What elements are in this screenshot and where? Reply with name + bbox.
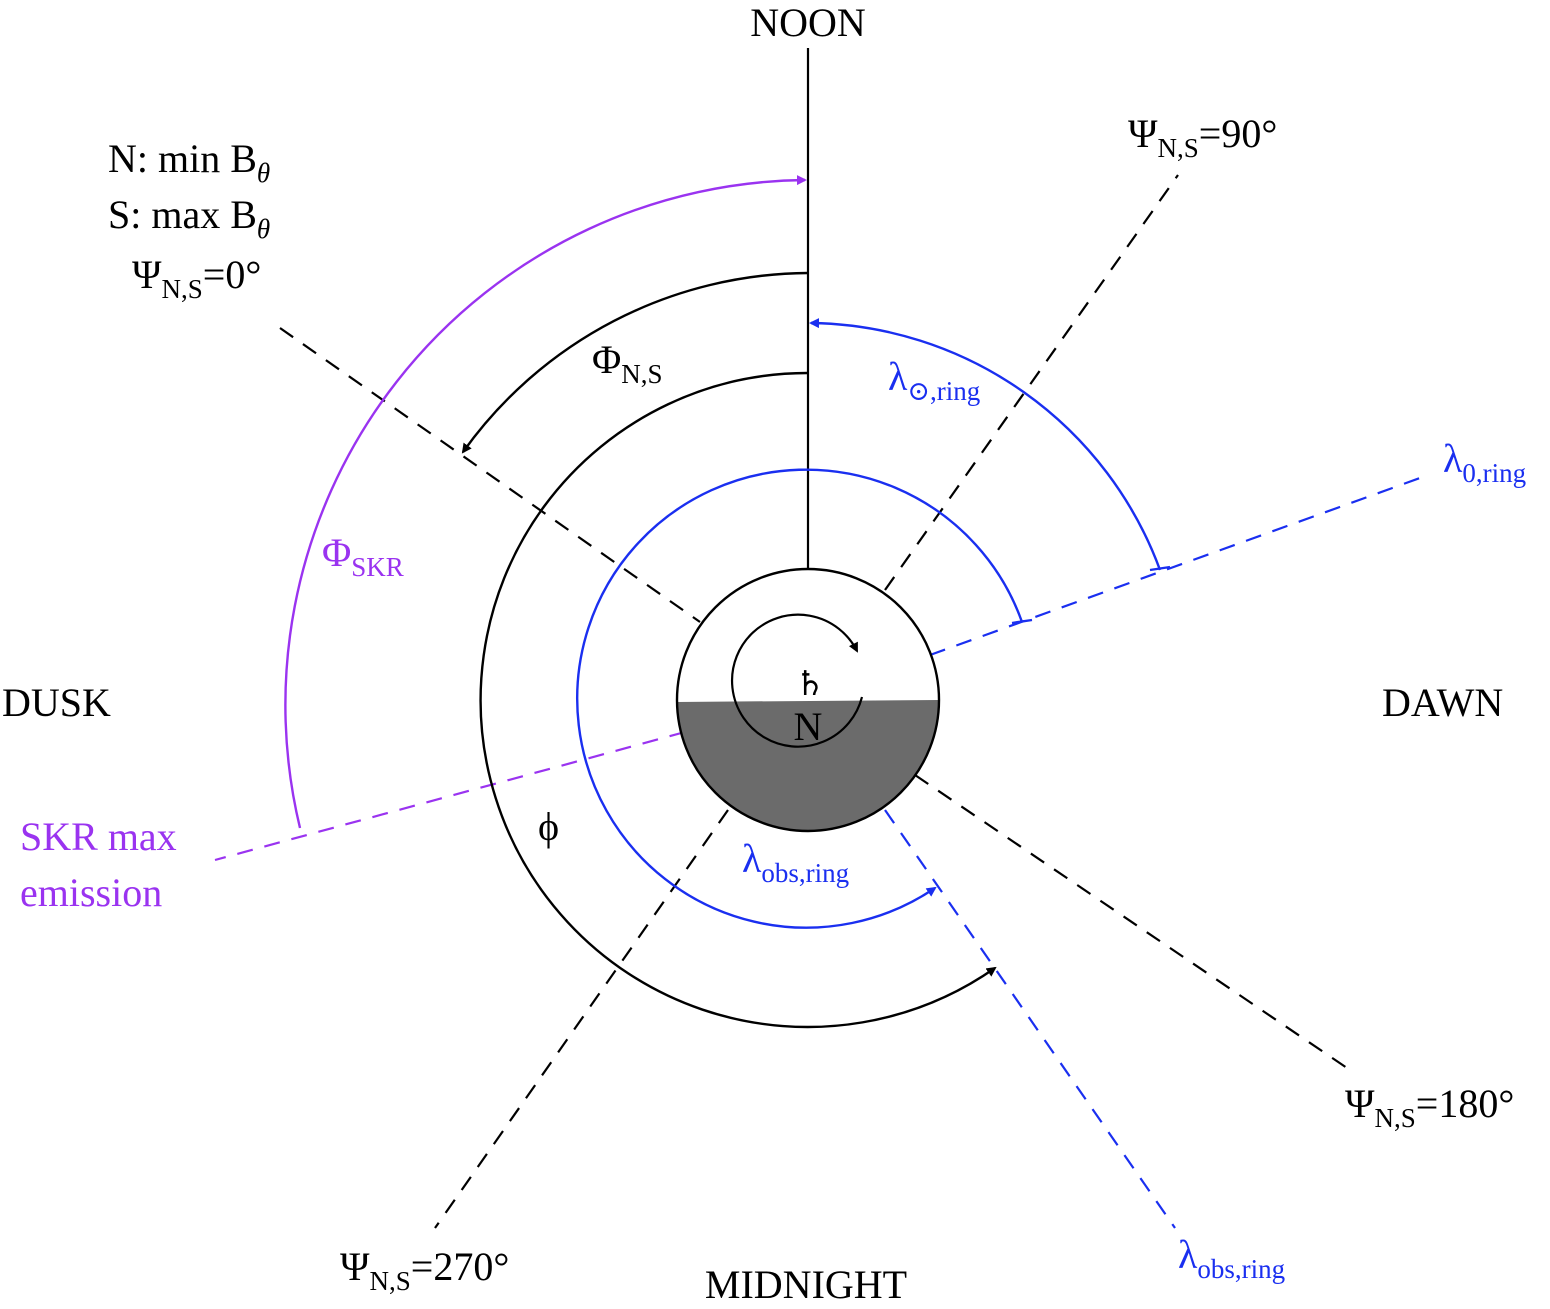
dusk-label: DUSK — [2, 680, 111, 725]
lambda-obs-arc-tick — [1011, 618, 1033, 625]
phi-small-label: ϕ — [538, 804, 559, 849]
psi-two-seventy-axis — [434, 809, 729, 1229]
phi-skr-label: ΦSKR — [322, 530, 404, 582]
lambda-sun-arc — [809, 318, 1162, 571]
skr-max-axis — [214, 730, 686, 862]
psi-one-eighty-label: ΨN,S=180° — [1345, 1081, 1514, 1133]
saturn-planet — [675, 567, 941, 833]
lambda-obs-outer-label: λobs,ring — [1178, 1232, 1285, 1284]
saturn-symbol: ♄ — [795, 666, 825, 703]
lambda-sun-label: λ⊙,ring — [888, 354, 980, 406]
lambda-sun-arc-tick — [1149, 565, 1171, 572]
midnight-label: MIDNIGHT — [705, 1262, 907, 1304]
psi-one-eighty-axis — [914, 774, 1351, 1071]
psi-zero-axis — [279, 327, 701, 623]
south-field-label: S: max Bθ — [108, 192, 270, 244]
rotation-arrow — [731, 613, 864, 748]
dawn-label: DAWN — [1382, 680, 1503, 725]
phi-ns-arc — [461, 271, 809, 454]
north-hemisphere-label: N — [794, 704, 823, 749]
skr-max-label-line1: SKR max — [20, 814, 177, 859]
phi-ns-label: ΦN,S — [592, 337, 663, 389]
noon-label: NOON — [750, 0, 866, 45]
lambda-zero-axis — [929, 476, 1421, 657]
lambda-obs-arc — [576, 468, 1024, 929]
psi-ninety-axis — [884, 174, 1179, 591]
north-field-label: N: min Bθ — [108, 136, 270, 188]
psi-zero-label: ΨN,S=0° — [132, 252, 261, 304]
phi-small-circle — [479, 371, 997, 1029]
lambda-obs-inner-label: λobs,ring — [742, 836, 849, 888]
skr-max-label-line2: emission — [20, 870, 162, 915]
lambda-zero-label: λ0,ring — [1443, 436, 1526, 488]
lambda-obs-axis — [884, 809, 1176, 1229]
psi-ninety-label: ΨN,S=90° — [1128, 111, 1277, 163]
phi-skr-arc — [284, 175, 807, 829]
psi-two-seventy-label: ΨN,S=270° — [340, 1244, 509, 1296]
